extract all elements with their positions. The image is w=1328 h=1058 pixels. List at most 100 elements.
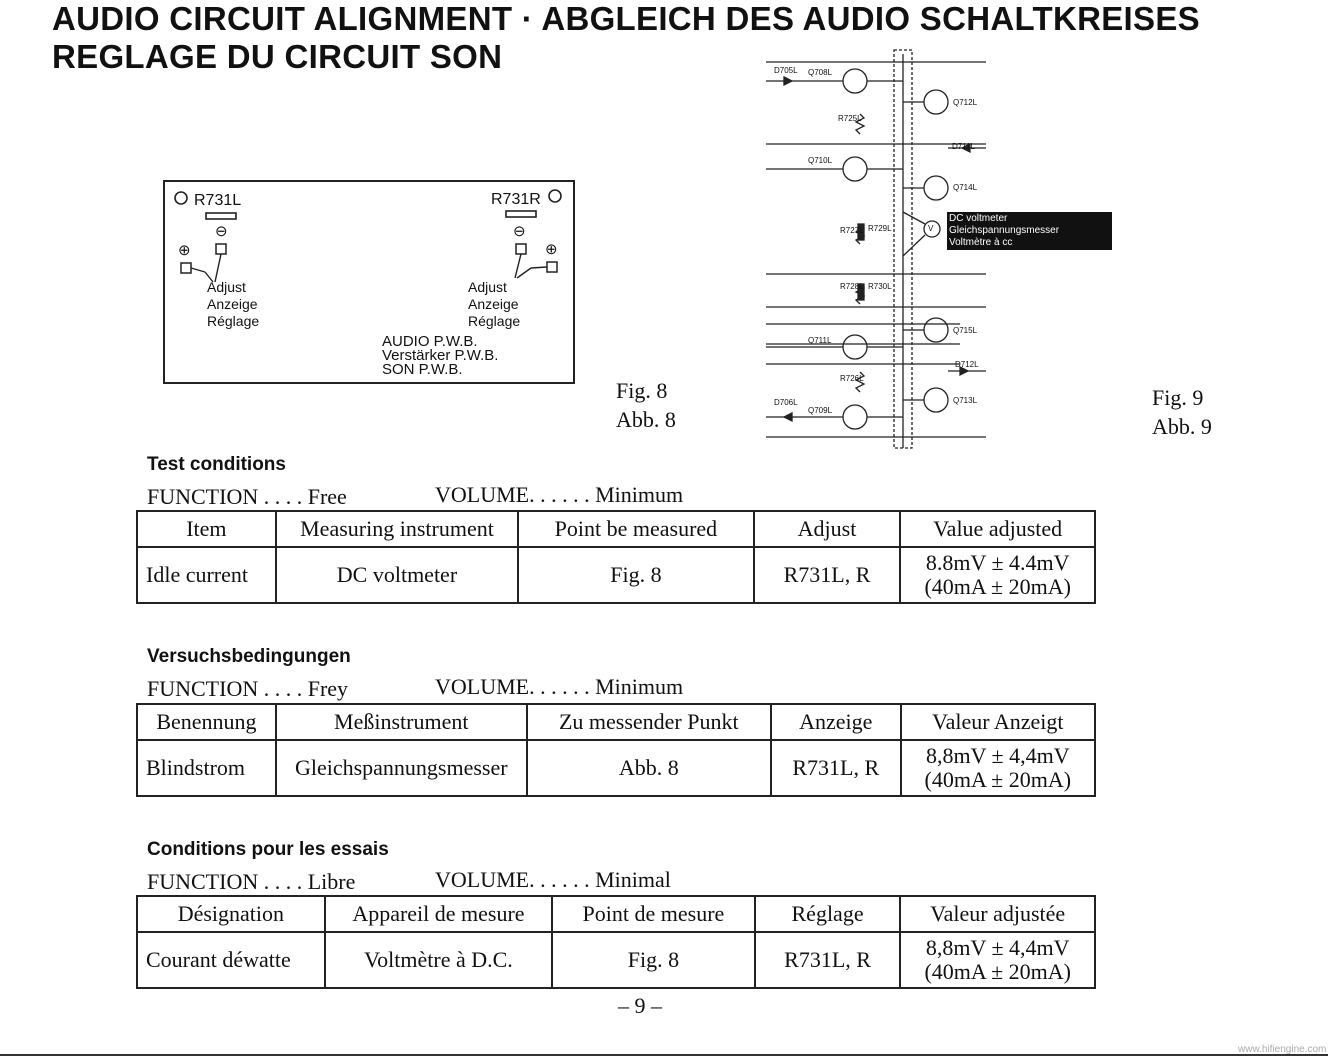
anzeige-text: Anzeige bbox=[207, 296, 258, 312]
value-cell: 8.8mV ± 4.4mV (40mA ± 20mA) bbox=[899, 546, 1096, 604]
table-cell: DC voltmeter bbox=[274, 546, 520, 604]
reglage-text: Réglage bbox=[207, 313, 260, 329]
function-condition-fr: FUNCTION . . . . Libre bbox=[147, 869, 356, 894]
header-cell: Anzeige bbox=[769, 703, 902, 741]
d712l-label: D712L bbox=[955, 360, 979, 369]
header-cell: Measuring instrument bbox=[274, 510, 520, 548]
table-cell: R731L, R bbox=[752, 546, 902, 604]
value-line: 8,8mV ± 4,4mV bbox=[925, 935, 1070, 960]
header-cell: Meßinstrument bbox=[274, 703, 528, 741]
r728l-label: R728L bbox=[840, 282, 864, 291]
adjust-label-left: Adjust Anzeige Réglage bbox=[207, 279, 259, 330]
adjust-label-right: Adjust Anzeige Réglage bbox=[468, 279, 520, 330]
header-cell: Value adjusted bbox=[899, 510, 1096, 548]
function-condition-en: FUNCTION . . . . Free bbox=[147, 484, 347, 509]
header-cell: Benennung bbox=[136, 703, 277, 741]
minus-sign-left: ⊖ bbox=[215, 223, 228, 240]
header-cell: Valeur adjustée bbox=[899, 895, 1096, 933]
footer-divider bbox=[0, 1054, 1328, 1056]
pwb-label-en: AUDIO P.W.B. bbox=[382, 333, 478, 350]
table-header-row: Benennung Meßinstrument Zu messender Pun… bbox=[136, 703, 1097, 741]
pwb-label-de: Verstärker P.W.B. bbox=[382, 347, 499, 364]
d705l-label: D705L bbox=[774, 66, 798, 75]
value-line: 8,8mV ± 4,4mV bbox=[925, 743, 1070, 768]
header-cell: Désignation bbox=[136, 895, 326, 933]
q708l-label: Q708L bbox=[808, 68, 833, 77]
r731l-label: R731L bbox=[194, 192, 242, 209]
table-header-row: Désignation Appareil de mesure Point de … bbox=[136, 895, 1096, 933]
header-cell: Appareil de mesure bbox=[323, 895, 554, 933]
value-cell: 8,8mV ± 4,4mV (40mA ± 20mA) bbox=[899, 739, 1097, 797]
table-cell: R731L, R bbox=[753, 931, 902, 989]
q710l-label: Q710L bbox=[808, 156, 833, 165]
header-cell: Réglage bbox=[753, 895, 902, 933]
volume-condition-fr: VOLUME. . . . . . Minimal bbox=[435, 867, 671, 892]
r730l-label: R730L bbox=[868, 282, 892, 291]
fig9-schematic: D705L Q708L Q712L R725L D711L Q710L Q714… bbox=[760, 44, 1120, 456]
r729l-label: R729L bbox=[868, 224, 892, 233]
value-line: 8.8mV ± 4.4mV bbox=[925, 550, 1070, 575]
value-line: (40mA ± 20mA) bbox=[924, 959, 1071, 984]
watermark: www.hifiengine.com bbox=[1238, 1044, 1327, 1055]
fig8-caption-de: Abb. 8 bbox=[616, 407, 676, 432]
plus-sign-left: ⊕ bbox=[178, 242, 191, 259]
r731r-label: R731R bbox=[491, 191, 541, 208]
q713l-label: Q713L bbox=[953, 396, 978, 405]
fig8-pwb-diagram: R731L R731R ⊖ ⊕ ⊖ ⊕ Adjust Anzeige Régla… bbox=[163, 180, 575, 384]
value-cell: 8,8mV ± 4,4mV (40mA ± 20mA) bbox=[899, 931, 1096, 989]
volume-condition-en: VOLUME. . . . . . Minimum bbox=[435, 482, 684, 507]
q711l-label: Q711L bbox=[808, 336, 832, 345]
table-cell: Fig. 8 bbox=[517, 546, 755, 604]
value-line: (40mA ± 20mA) bbox=[924, 767, 1072, 792]
table-cell: Fig. 8 bbox=[551, 931, 756, 989]
pwb-label-fr: SON P.W.B. bbox=[382, 361, 463, 378]
spec-table-fr: Désignation Appareil de mesure Point de … bbox=[136, 895, 1096, 989]
adjust-text: Adjust bbox=[468, 279, 507, 295]
fig8-caption: Fig. 8 Abb. 8 bbox=[616, 376, 676, 434]
fig8-caption-en: Fig. 8 bbox=[616, 378, 668, 403]
page-number: – 9 – bbox=[618, 993, 662, 1018]
table-row: Blindstrom Gleichspannungsmesser Abb. 8 … bbox=[136, 739, 1097, 797]
meter-label-de: Gleichspannungsmesser bbox=[949, 225, 1060, 236]
table-header-row: Item Measuring instrument Point be measu… bbox=[136, 510, 1096, 548]
section-heading-de: Versuchsbedingungen bbox=[147, 646, 351, 667]
anzeige-text: Anzeige bbox=[468, 296, 519, 312]
spec-table-de: Benennung Meßinstrument Zu messender Pun… bbox=[136, 703, 1097, 797]
table-cell: Abb. 8 bbox=[525, 739, 772, 797]
fig9-caption-en: Fig. 9 bbox=[1152, 385, 1204, 410]
table-cell: R731L, R bbox=[769, 739, 902, 797]
meter-label-en: DC voltmeter bbox=[949, 213, 1008, 224]
table-cell: Gleichspannungsmesser bbox=[274, 739, 528, 797]
value-line: (40mA ± 20mA) bbox=[924, 574, 1071, 599]
header-cell: Zu messender Punkt bbox=[525, 703, 772, 741]
r726l-label: R726L bbox=[840, 374, 864, 383]
header-cell: Point be measured bbox=[517, 510, 755, 548]
page-title-line2: REGLAGE DU CIRCUIT SON bbox=[52, 38, 503, 75]
table-cell: Idle current bbox=[136, 546, 277, 604]
section-heading-fr: Conditions pour les essais bbox=[147, 839, 389, 860]
q712l-label: Q712L bbox=[953, 98, 978, 107]
meter-label-fr: Voltmètre à cc bbox=[949, 237, 1013, 248]
r727l-label: R727L bbox=[840, 226, 864, 235]
fig9-caption: Fig. 9 Abb. 9 bbox=[1152, 383, 1212, 441]
plus-sign-right: ⊕ bbox=[545, 241, 558, 258]
table-row: Courant déwatte Voltmètre à D.C. Fig. 8 … bbox=[136, 931, 1096, 989]
fig9-drawing bbox=[766, 49, 986, 449]
dc-voltmeter-box: DC voltmeter Gleichspannungsmesser Voltm… bbox=[947, 212, 1112, 250]
fig9-caption-de: Abb. 9 bbox=[1152, 414, 1212, 439]
voltmeter-v-label: V bbox=[928, 224, 934, 233]
header-cell: Item bbox=[136, 510, 277, 548]
table-cell: Courant déwatte bbox=[136, 931, 326, 989]
table-row: Idle current DC voltmeter Fig. 8 R731L, … bbox=[136, 546, 1096, 604]
q709l-label: Q709L bbox=[808, 406, 833, 415]
r725l-label: R725L bbox=[838, 114, 862, 123]
pwb-label: AUDIO P.W.B. Verstärker P.W.B. SON P.W.B… bbox=[382, 333, 499, 378]
d711l-label: D711L bbox=[952, 142, 975, 151]
header-cell: Valeur Anzeigt bbox=[899, 703, 1097, 741]
minus-sign-right: ⊖ bbox=[513, 223, 526, 240]
d706l-label: D706L bbox=[774, 398, 798, 407]
adjust-text: Adjust bbox=[207, 279, 246, 295]
page-title-line1: AUDIO CIRCUIT ALIGNMENT · ABGLEICH DES A… bbox=[52, 0, 1200, 37]
header-cell: Adjust bbox=[752, 510, 902, 548]
q714l-label: Q714L bbox=[953, 183, 978, 192]
